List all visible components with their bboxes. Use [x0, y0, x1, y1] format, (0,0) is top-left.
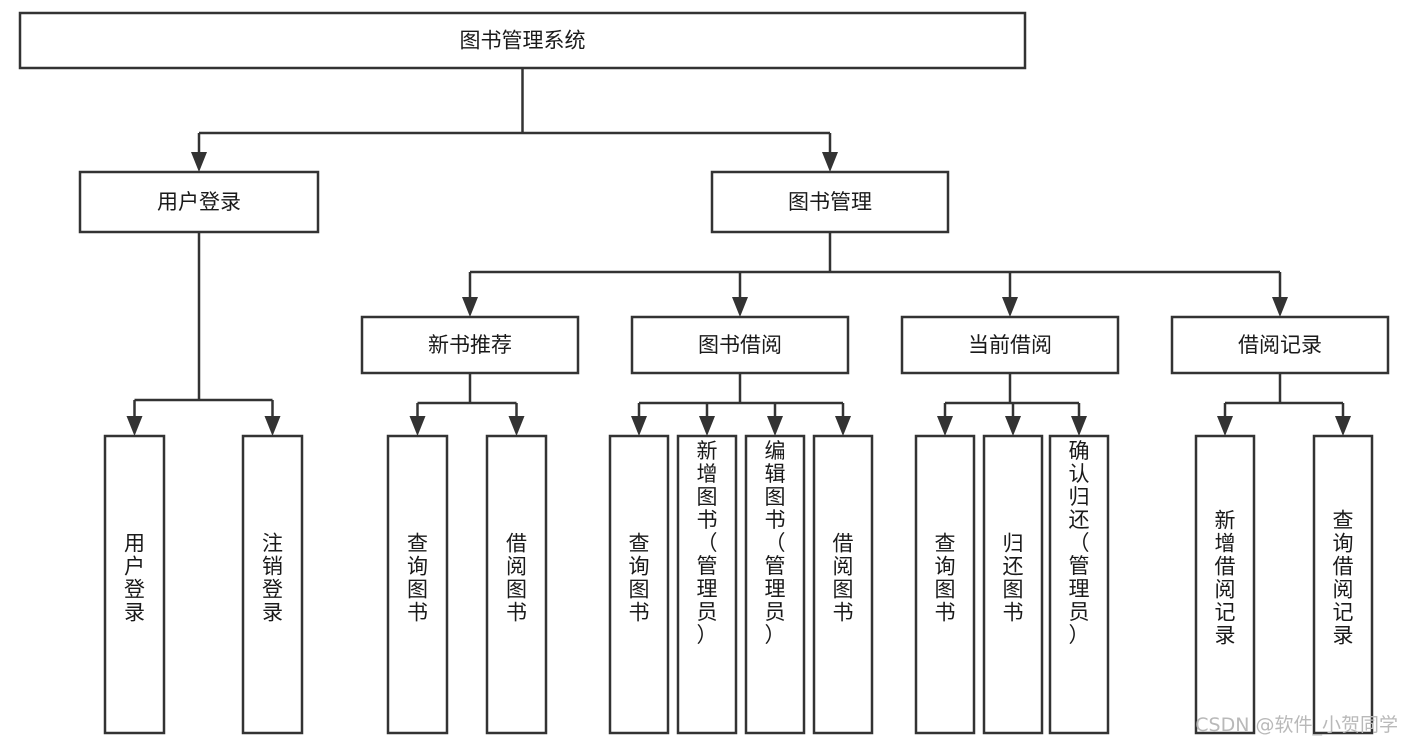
arrow-head-icon — [409, 416, 426, 436]
node-leaf-add-record[interactable]: 新增借阅记录 — [1194, 434, 1256, 735]
node-box-leaf-return-book — [982, 434, 1044, 735]
connector-lines — [126, 68, 1351, 436]
node-root[interactable]: 图书管理系统 — [18, 11, 1027, 70]
node-book-manage[interactable]: 图书管理 — [710, 170, 950, 234]
arrow-head-icon — [264, 416, 281, 436]
node-leaf-query-book-current[interactable]: 查询图书 — [914, 434, 976, 735]
arrow-head-icon — [1002, 297, 1018, 317]
arrow-head-icon — [631, 416, 647, 436]
node-label-book-manage: 图书管理 — [788, 190, 872, 214]
node-leaf-return-book[interactable]: 归还图书 — [982, 434, 1044, 735]
node-leaf-logout[interactable]: 注销登录 — [241, 434, 304, 735]
node-label-leaf-borrow-book-rec: 借阅图书 — [506, 532, 527, 625]
node-box-leaf-add-record — [1194, 434, 1256, 735]
arrow-head-icon — [508, 416, 525, 436]
node-label-user-login: 用户登录 — [157, 190, 241, 214]
csdn-watermark: CSDN @软件_小贺同学 — [1195, 714, 1398, 736]
arrow-head-icon — [835, 416, 851, 436]
arrow-head-icon — [937, 416, 953, 436]
arrow-head-icon — [191, 152, 207, 172]
node-current-borrow[interactable]: 当前借阅 — [900, 315, 1120, 375]
node-box-leaf-query-record — [1312, 434, 1374, 735]
node-box-leaf-user-login — [103, 434, 166, 735]
node-box-leaf-borrow-book — [812, 434, 874, 735]
node-box-book-borrow — [630, 315, 850, 375]
node-label-leaf-return-book: 归还图书 — [1003, 532, 1024, 625]
node-new-book-recommend[interactable]: 新书推荐 — [360, 315, 580, 375]
node-label-book-borrow: 图书借阅 — [698, 333, 782, 357]
node-user-login[interactable]: 用户登录 — [78, 170, 320, 234]
node-label-leaf-add-record: 新增借阅记录 — [1215, 509, 1236, 648]
node-label-leaf-query-book-rec: 查询图书 — [407, 532, 428, 625]
node-label-borrow-record: 借阅记录 — [1238, 333, 1322, 357]
node-label-leaf-add-book: 新增图书（管理员） — [697, 439, 718, 647]
arrow-head-icon — [1217, 416, 1233, 436]
node-box-leaf-confirm-return — [1048, 434, 1110, 735]
node-borrow-record[interactable]: 借阅记录 — [1170, 315, 1390, 375]
node-box-leaf-query-book-borrow — [608, 434, 670, 735]
node-box-leaf-add-book — [676, 434, 738, 735]
arrow-head-icon — [732, 297, 748, 317]
arrow-head-icon — [699, 416, 715, 436]
node-box-root — [18, 11, 1027, 70]
arrow-head-icon — [1005, 416, 1021, 436]
node-box-user-login — [78, 170, 320, 234]
arrow-head-icon — [462, 297, 478, 317]
diagram-nodes: 图书管理系统用户登录图书管理新书推荐图书借阅当前借阅借阅记录用户登录注销登录查询… — [18, 11, 1390, 735]
node-box-leaf-query-book-rec — [386, 434, 449, 735]
node-leaf-query-book-borrow[interactable]: 查询图书 — [608, 434, 670, 735]
node-box-leaf-query-book-current — [914, 434, 976, 735]
node-box-current-borrow — [900, 315, 1120, 375]
node-leaf-borrow-book[interactable]: 借阅图书 — [812, 434, 874, 735]
node-label-new-book-recommend: 新书推荐 — [428, 333, 512, 357]
arrow-head-icon — [1071, 416, 1087, 436]
node-leaf-add-book[interactable]: 新增图书（管理员） — [676, 434, 738, 735]
node-leaf-query-record[interactable]: 查询借阅记录 — [1312, 434, 1374, 735]
node-label-leaf-confirm-return: 确认归还（管理员） — [1069, 439, 1090, 647]
node-book-borrow[interactable]: 图书借阅 — [630, 315, 850, 375]
node-leaf-user-login[interactable]: 用户登录 — [103, 434, 166, 735]
node-label-root: 图书管理系统 — [460, 29, 586, 53]
node-leaf-borrow-book-rec[interactable]: 借阅图书 — [485, 434, 548, 735]
node-box-new-book-recommend — [360, 315, 580, 375]
node-label-leaf-borrow-book: 借阅图书 — [833, 532, 854, 625]
node-label-leaf-logout: 注销登录 — [262, 532, 283, 625]
node-box-book-manage — [710, 170, 950, 234]
node-box-leaf-logout — [241, 434, 304, 735]
node-box-leaf-edit-book — [744, 434, 806, 735]
node-box-borrow-record — [1170, 315, 1390, 375]
node-label-leaf-user-login: 用户登录 — [124, 532, 145, 625]
arrow-head-icon — [822, 152, 838, 172]
arrow-head-icon — [767, 416, 783, 436]
node-label-leaf-query-record: 查询借阅记录 — [1333, 509, 1354, 648]
arrow-head-icon — [126, 416, 143, 436]
node-leaf-query-book-rec[interactable]: 查询图书 — [386, 434, 449, 735]
node-label-current-borrow: 当前借阅 — [968, 333, 1052, 357]
arrow-head-icon — [1335, 416, 1351, 436]
node-leaf-edit-book[interactable]: 编辑图书（管理员） — [744, 434, 806, 735]
arrow-head-icon — [1272, 297, 1288, 317]
node-box-leaf-borrow-book-rec — [485, 434, 548, 735]
node-label-leaf-edit-book: 编辑图书（管理员） — [765, 439, 786, 647]
node-leaf-confirm-return[interactable]: 确认归还（管理员） — [1048, 434, 1110, 735]
node-label-leaf-query-book-current: 查询图书 — [935, 532, 956, 625]
node-label-leaf-query-book-borrow: 查询图书 — [629, 532, 650, 625]
